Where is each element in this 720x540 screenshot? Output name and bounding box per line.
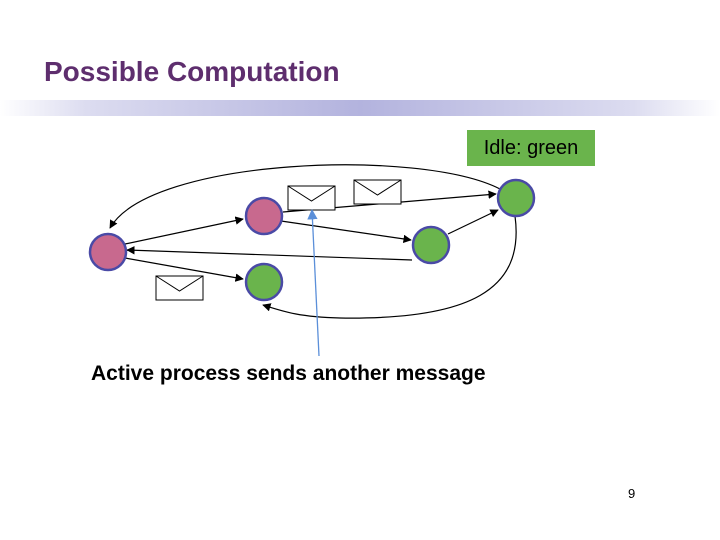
pointer-arrow (307, 208, 320, 357)
nodes (88, 178, 536, 302)
caption: Active process sends another message (91, 362, 486, 385)
edges (109, 164, 517, 319)
edge-p1-p3 (124, 257, 244, 282)
edge-p4-p1 (126, 246, 413, 261)
process-node-active (88, 232, 128, 272)
process-node-idle (244, 262, 284, 302)
edge-p5-p3 (262, 215, 517, 319)
edge-p1-p2 (124, 216, 244, 245)
process-node-idle (411, 225, 451, 265)
envelope-icon (353, 179, 402, 205)
process-node-idle (496, 178, 536, 218)
legend-idle-green: Idle: green (467, 130, 595, 166)
envelope-icon (155, 275, 204, 301)
slide-title: Possible Computation (44, 56, 340, 87)
edge-p4-p5 (447, 209, 499, 235)
title-divider (0, 100, 720, 116)
page-number: 9 (628, 486, 636, 501)
edge-p5-p1 (109, 164, 501, 229)
edge-p2-p4 (280, 220, 412, 244)
envelope-icon (287, 185, 336, 211)
process-node-active (244, 196, 284, 236)
